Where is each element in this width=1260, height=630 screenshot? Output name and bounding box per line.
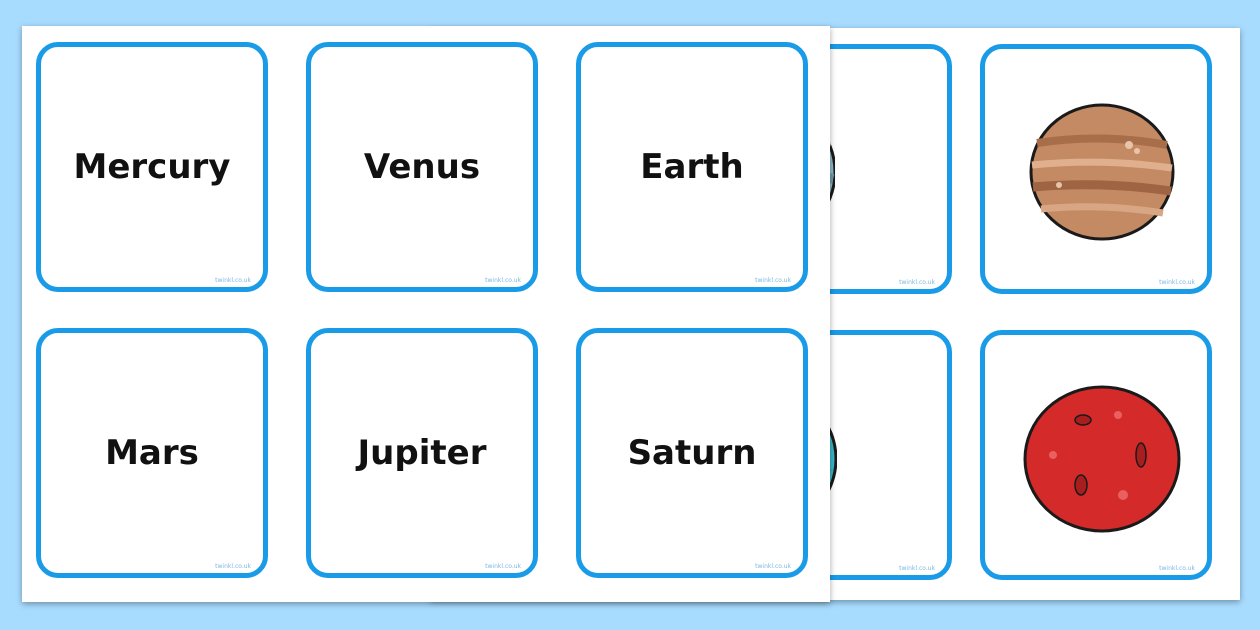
- jupiter-planet-icon: [1029, 103, 1175, 241]
- picture-card-mars[interactable]: twinkl.co.uk: [980, 330, 1212, 580]
- planet-name: Venus: [363, 147, 481, 187]
- card-watermark: twinkl.co.uk: [899, 565, 935, 572]
- card-watermark: twinkl.co.uk: [899, 279, 935, 286]
- front-sheet: Mercury twinkl.co.uk Venus twinkl.co.uk …: [22, 26, 830, 602]
- planet-name: Jupiter: [357, 433, 487, 473]
- planet-name: Earth: [640, 147, 744, 187]
- planet-name: Saturn: [627, 433, 757, 473]
- name-card-saturn[interactable]: Saturn twinkl.co.uk: [576, 328, 808, 578]
- name-card-mars[interactable]: Mars twinkl.co.uk: [36, 328, 268, 578]
- card-watermark: twinkl.co.uk: [1159, 565, 1195, 572]
- picture-card-jupiter[interactable]: twinkl.co.uk: [980, 44, 1212, 294]
- name-card-jupiter[interactable]: Jupiter twinkl.co.uk: [306, 328, 538, 578]
- card-watermark: twinkl.co.uk: [1159, 279, 1195, 286]
- name-card-venus[interactable]: Venus twinkl.co.uk: [306, 42, 538, 292]
- planet-name: Mars: [105, 433, 199, 473]
- card-watermark: twinkl.co.uk: [485, 277, 521, 284]
- card-watermark: twinkl.co.uk: [485, 563, 521, 570]
- planet-name: Mercury: [73, 147, 231, 187]
- name-card-mercury[interactable]: Mercury twinkl.co.uk: [36, 42, 268, 292]
- name-card-earth[interactable]: Earth twinkl.co.uk: [576, 42, 808, 292]
- card-watermark: twinkl.co.uk: [755, 563, 791, 570]
- mars-planet-icon: [1023, 385, 1181, 533]
- card-watermark: twinkl.co.uk: [215, 563, 251, 570]
- card-watermark: twinkl.co.uk: [755, 277, 791, 284]
- card-watermark: twinkl.co.uk: [215, 277, 251, 284]
